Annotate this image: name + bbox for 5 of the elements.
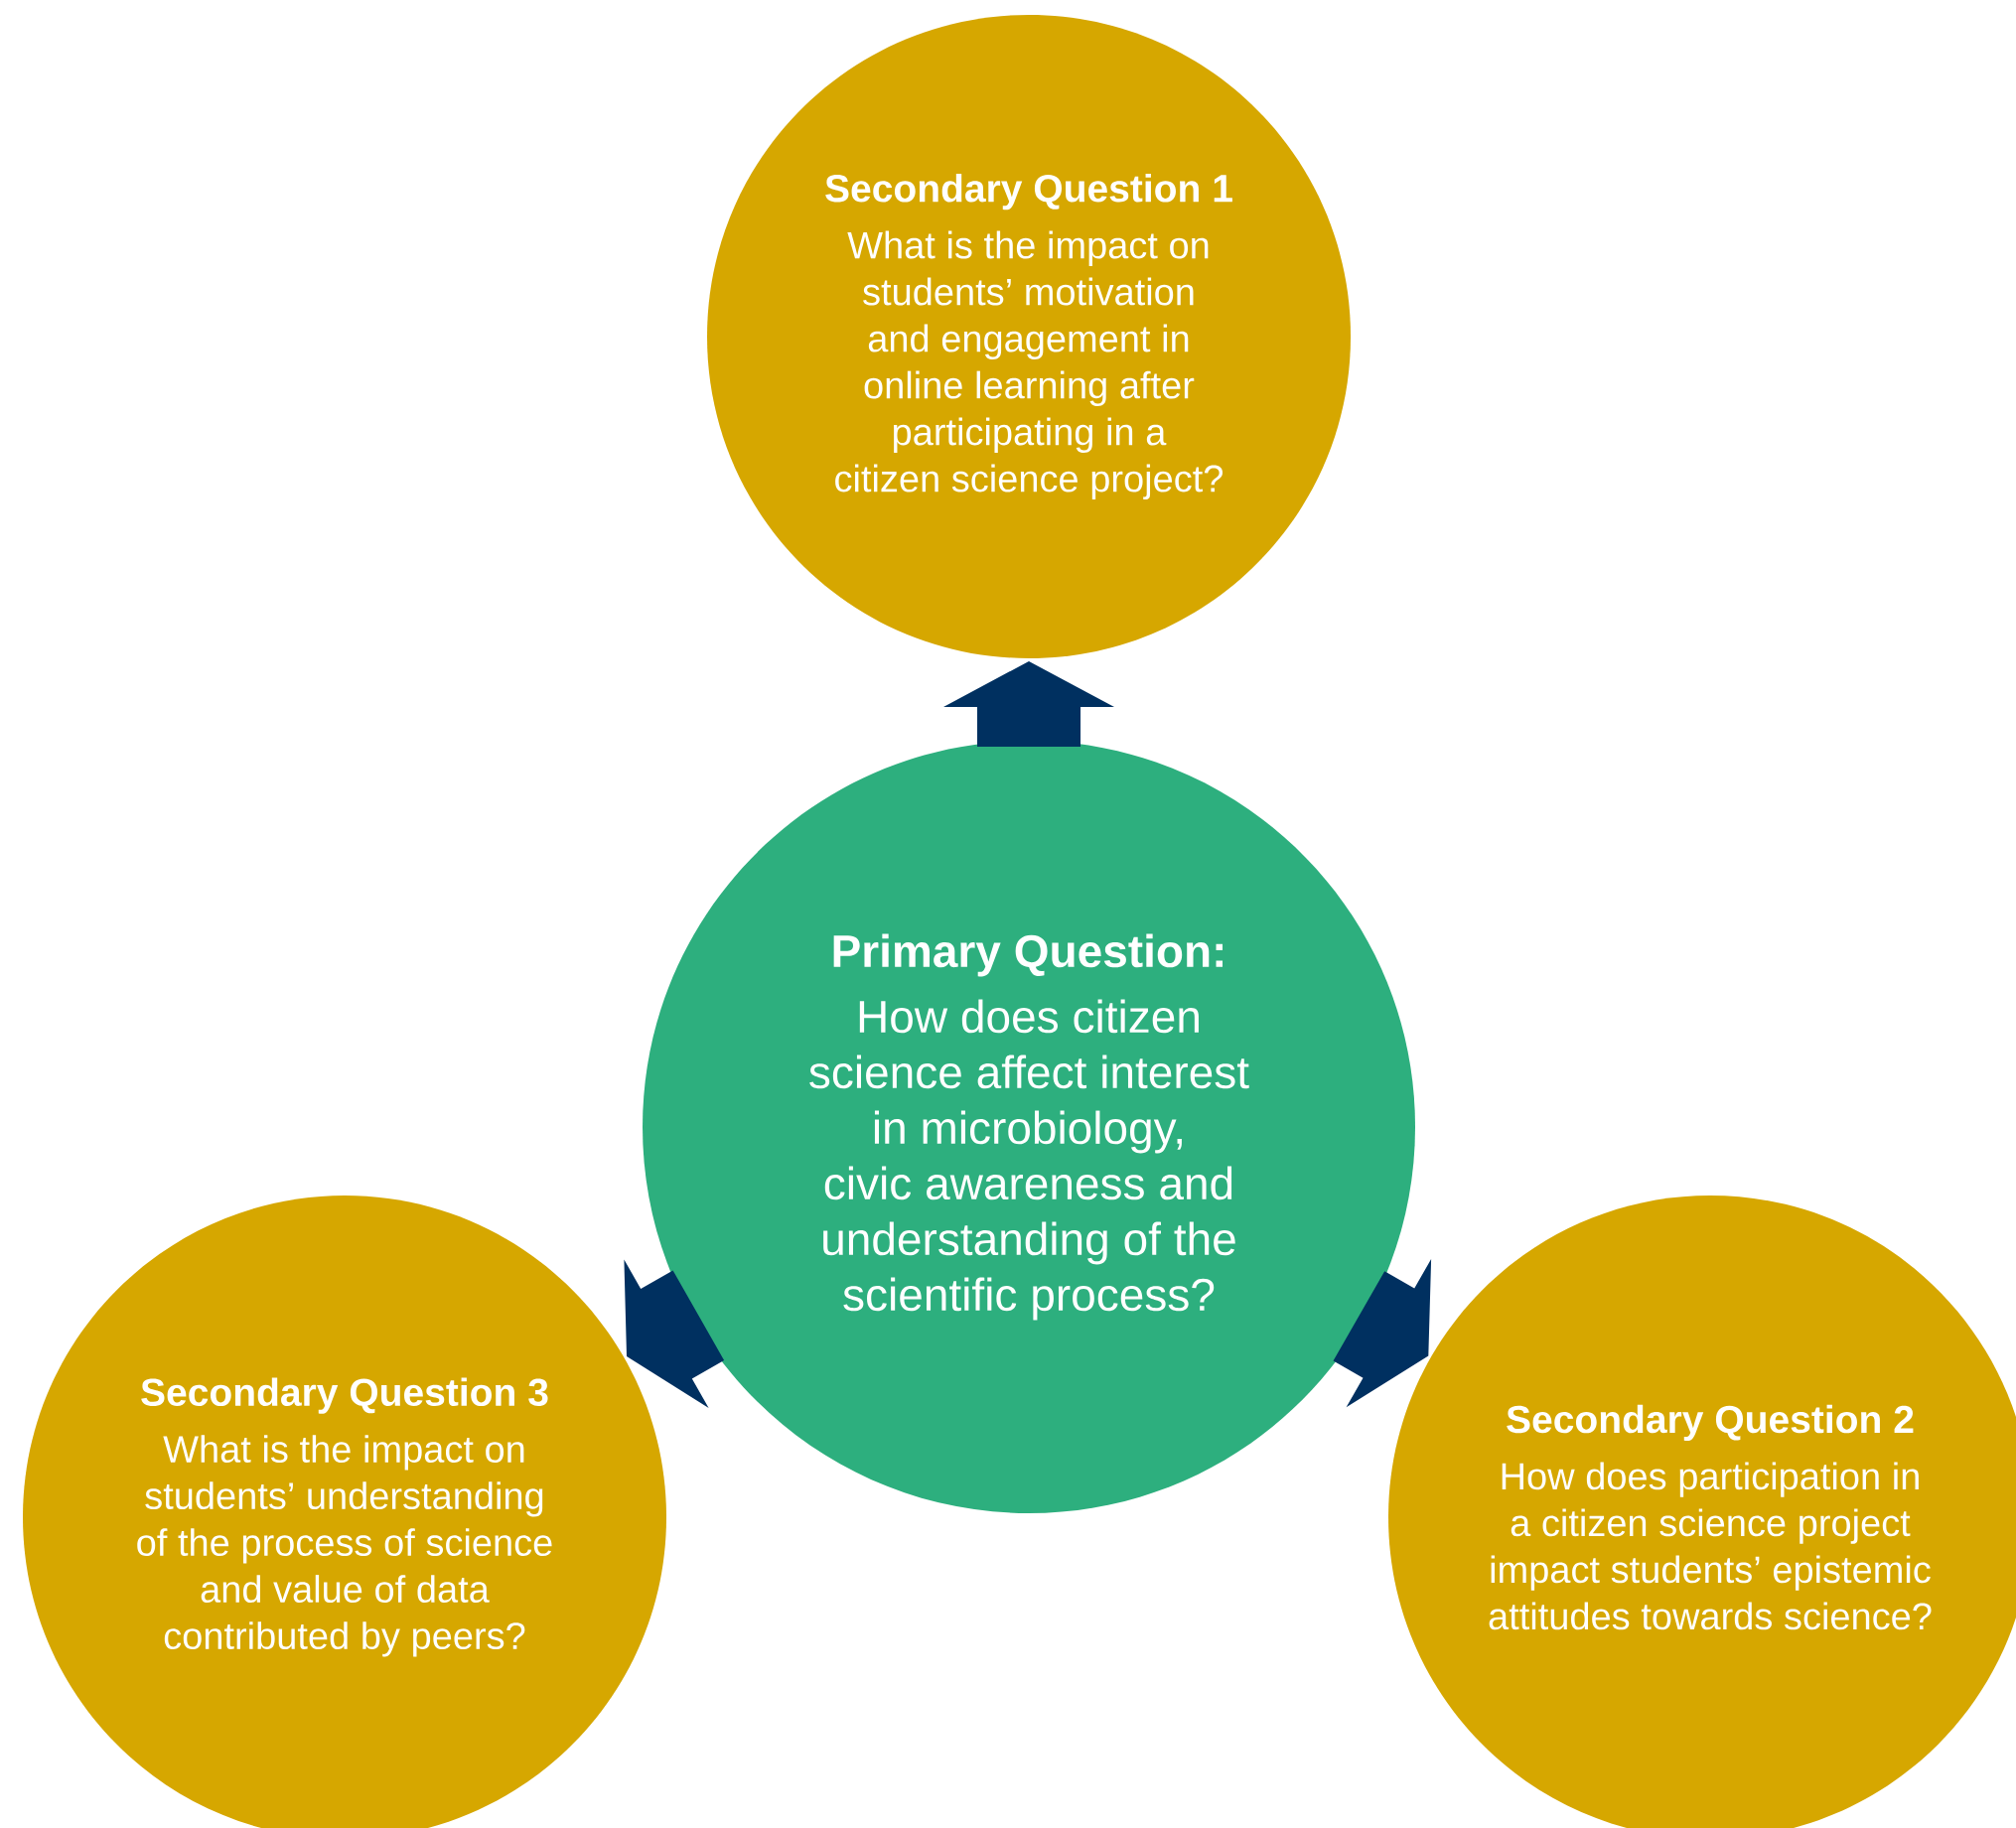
circle-node: Secondary Question 1 What is the impact on students’ motivation and engagement in online learning after participating in a citizen science project? <box>707 14 1351 658</box>
block-arrow <box>624 1259 725 1408</box>
circle-node: Primary Question: How does citizen science affect interest in microbiology, civic awareness and understanding of the scientific process? <box>643 741 1415 1513</box>
block-arrow <box>943 661 1114 747</box>
block-arrow <box>1333 1259 1432 1408</box>
